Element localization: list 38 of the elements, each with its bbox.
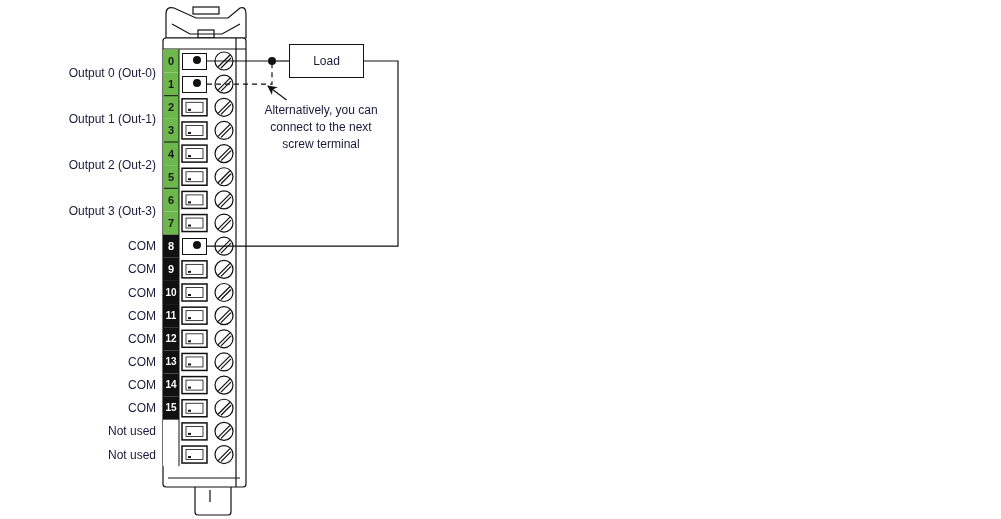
terminal-number: 12 xyxy=(164,331,178,346)
terminal-number: 6 xyxy=(166,192,176,207)
terminal-number: 11 xyxy=(164,308,178,323)
terminal-number: 5 xyxy=(166,169,176,184)
terminal-number: 9 xyxy=(166,262,176,277)
terminal-number: 14 xyxy=(164,378,178,393)
wire xyxy=(206,60,269,62)
junction-dot xyxy=(268,57,276,65)
terminal-number: 10 xyxy=(164,285,178,300)
terminal-label: COM xyxy=(128,331,156,346)
terminal-label: COM xyxy=(128,262,156,277)
terminal-label: COM xyxy=(128,378,156,393)
terminal-number: 15 xyxy=(164,401,178,416)
wire xyxy=(275,60,290,62)
terminal-label: COM xyxy=(128,308,156,323)
terminal-number: 8 xyxy=(166,239,176,254)
terminal-label: Output 3 (Out-3) xyxy=(68,204,156,219)
wire xyxy=(206,60,399,247)
load-box: Load xyxy=(289,44,364,78)
terminal-label: COM xyxy=(128,401,156,416)
terminal-label: COM xyxy=(128,285,156,300)
terminal-number: 3 xyxy=(166,123,176,138)
callout-arrow xyxy=(267,85,288,101)
terminal-number: 7 xyxy=(166,216,176,231)
terminal-label: Output 1 (Out-1) xyxy=(68,111,156,126)
terminal-label: Not used xyxy=(107,424,156,439)
terminal-label: Not used xyxy=(107,447,156,462)
terminal-label: COM xyxy=(128,239,156,254)
terminal-number: 13 xyxy=(164,354,178,369)
wire xyxy=(206,64,273,85)
terminal-number: 4 xyxy=(166,146,176,161)
terminal-number: 2 xyxy=(166,100,176,115)
terminal-label: COM xyxy=(128,354,156,369)
terminal-number: 0 xyxy=(166,54,176,68)
terminal-label: Output 0 (Out-0) xyxy=(68,65,156,80)
terminal-label: Output 2 (Out-2) xyxy=(68,158,156,173)
callout-note: Alternatively, you can connect to the next screw terminal xyxy=(258,100,384,152)
terminal-number: 1 xyxy=(166,77,176,92)
